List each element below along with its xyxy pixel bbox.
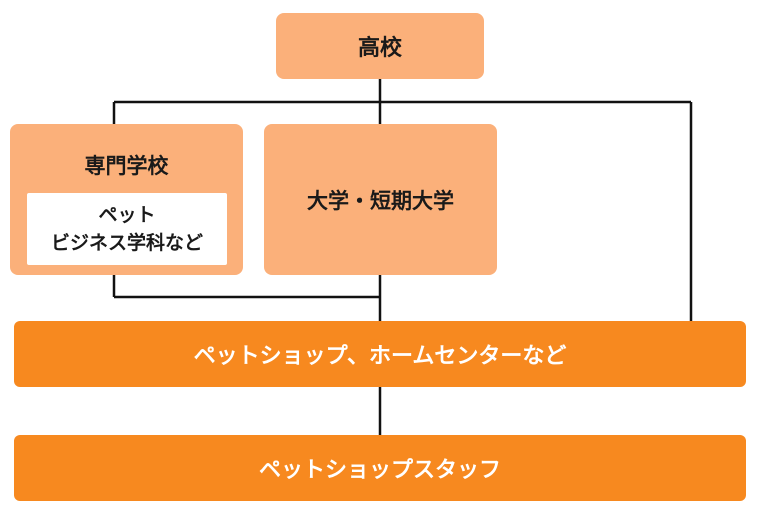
node-shops-label: ペットショップ、ホームセンターなど (193, 344, 567, 369)
node-vocational-detail-line2: ビジネス学科など (50, 232, 203, 254)
node-pet-shops: ペットショップ、ホームセンターなど (14, 321, 746, 387)
node-pet-shop-staff: ペットショップスタッフ (14, 435, 746, 501)
node-vocational-detail-line1: ペット (98, 204, 156, 226)
node-vocational-title: 専門学校 (84, 154, 169, 178)
node-highschool-label: 高校 (357, 36, 402, 61)
node-highschool: 高校 (276, 13, 484, 79)
node-vocational-detail-panel: ペット ビジネス学科など (27, 193, 227, 265)
node-vocational-school: 専門学校 ペット ビジネス学科など (10, 124, 243, 275)
node-staff-label: ペットショップスタッフ (258, 458, 501, 483)
node-university: 大学・短期大学 (264, 124, 497, 275)
node-university-label: 大学・短期大学 (307, 188, 454, 213)
